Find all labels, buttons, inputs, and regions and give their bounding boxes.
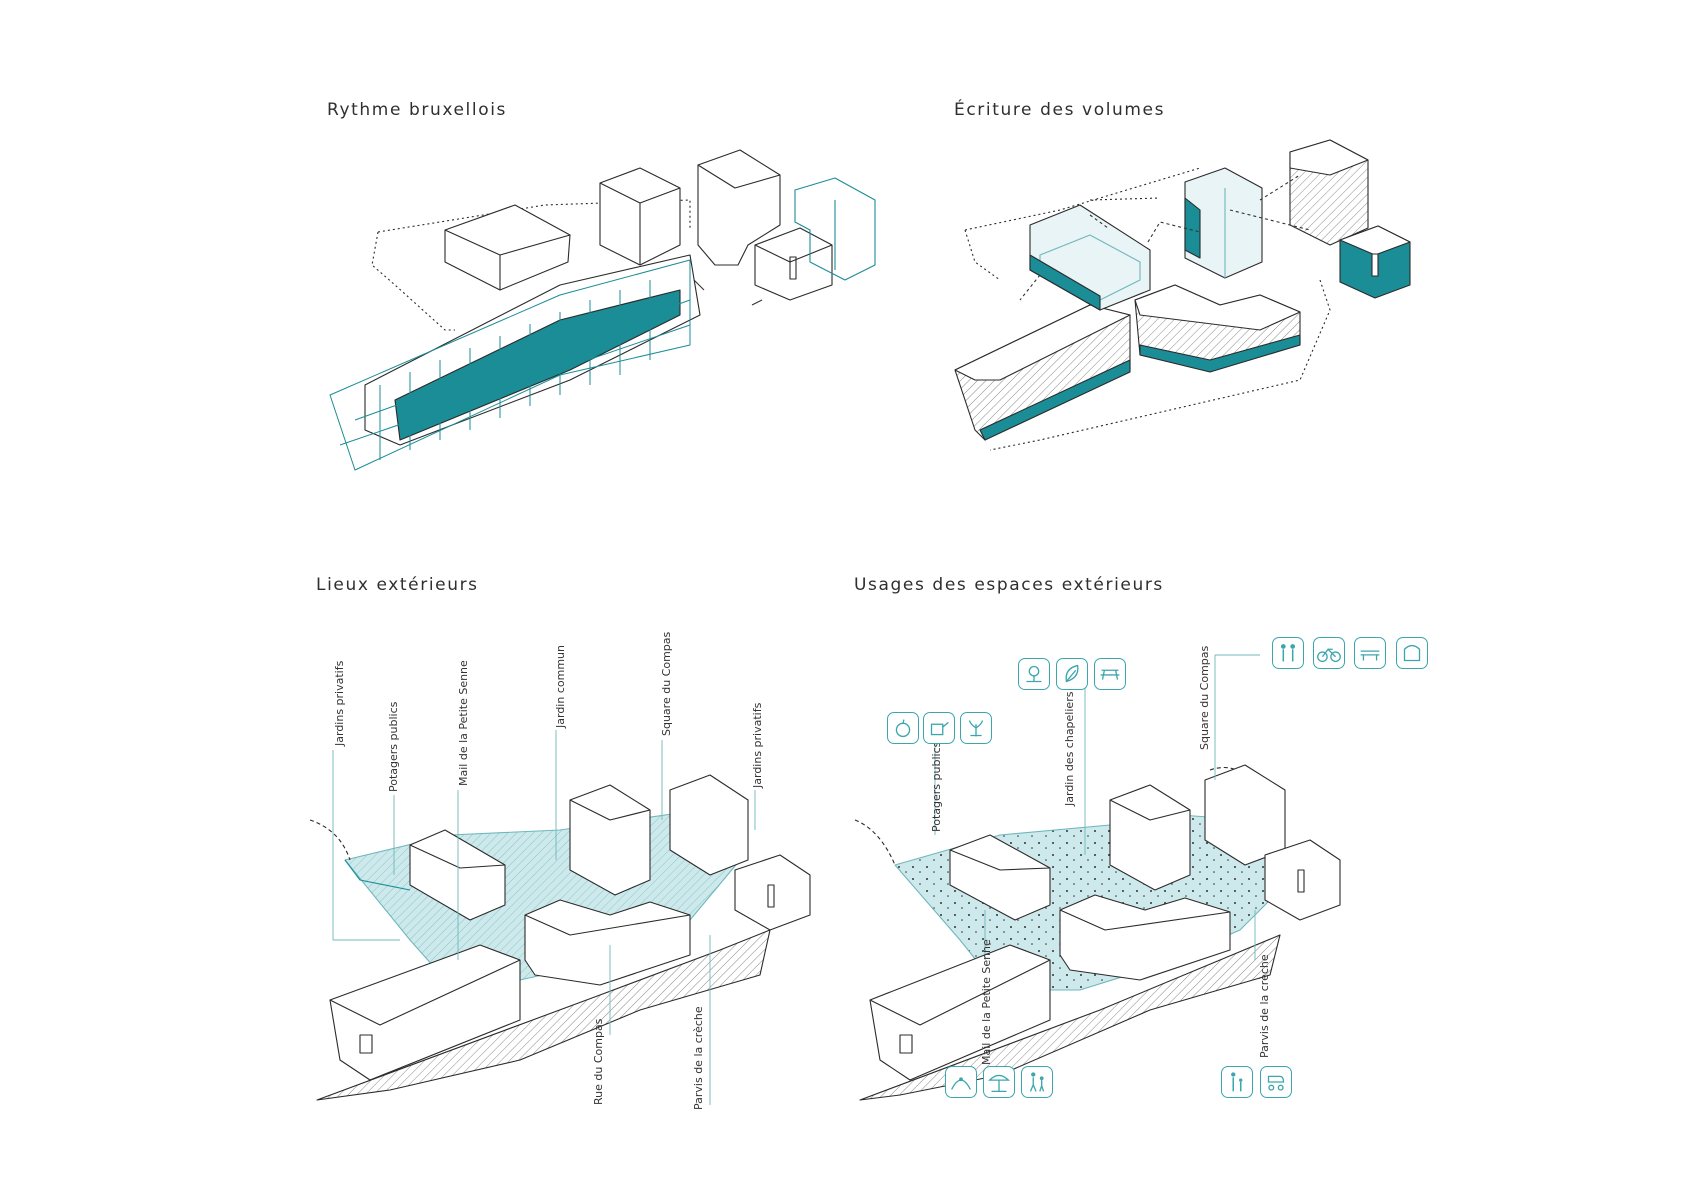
label-parvis-de-la-creche-usage: Parvis de la crèche	[1258, 954, 1271, 1058]
plant-icon	[960, 712, 992, 744]
label-jardin-commun: Jardin commun	[554, 645, 567, 728]
title-ecriture-des-volumes: Écriture des volumes	[954, 100, 1166, 120]
bicycle-icon	[1313, 637, 1345, 669]
title-usages-des-espaces-exterieurs: Usages des espaces extérieurs	[854, 575, 1164, 595]
label-jardin-des-chapeliers: Jardin des chapeliers	[1063, 691, 1076, 806]
label-potagers-publics: Potagers publics	[387, 701, 400, 792]
label-rue-du-compas: Rue du Compas	[592, 1018, 605, 1105]
panel-rythme-bruxellois	[329, 149, 876, 471]
watering-can-icon	[923, 712, 955, 744]
garden-icon	[1018, 658, 1050, 690]
title-rythme-bruxellois: Rythme bruxellois	[327, 100, 507, 120]
label-jardins-privatifs-right: Jardins privatifs	[751, 702, 764, 788]
label-mail-de-la-petite-senne: Mail de la Petite Senne	[457, 660, 470, 786]
sun-umbrella-icon	[983, 1066, 1015, 1098]
leaf-icon	[1056, 658, 1088, 690]
panel-lieux-exterieurs	[309, 730, 811, 1105]
picnic-table-icon	[1094, 658, 1126, 690]
walking-family-icon	[1021, 1066, 1053, 1098]
label-square-du-compas-usage: Square du Compas	[1198, 645, 1211, 750]
title-lieux-exterieurs: Lieux extérieurs	[316, 575, 479, 595]
apple-icon	[887, 712, 919, 744]
panel-usages-des-espaces-exterieurs	[854, 654, 1341, 1101]
people-talking-icon	[1272, 637, 1304, 669]
play-arch-icon	[945, 1066, 977, 1098]
label-square-du-compas: Square du Compas	[660, 631, 673, 736]
label-mail-de-la-petite-senne-usage: Mail de la Petite Senne	[980, 939, 993, 1065]
stroller-icon	[1260, 1066, 1292, 1098]
panel-ecriture-des-volumes	[954, 139, 1411, 451]
label-parvis-de-la-creche: Parvis de la crèche	[692, 1006, 705, 1110]
kiosk-icon	[1396, 637, 1428, 669]
parent-child-icon	[1221, 1066, 1253, 1098]
bench-icon	[1354, 637, 1386, 669]
label-jardins-privatifs-left: Jardins privatifs	[333, 660, 346, 746]
label-potagers-publics-usage: Potagers publics	[930, 741, 943, 832]
